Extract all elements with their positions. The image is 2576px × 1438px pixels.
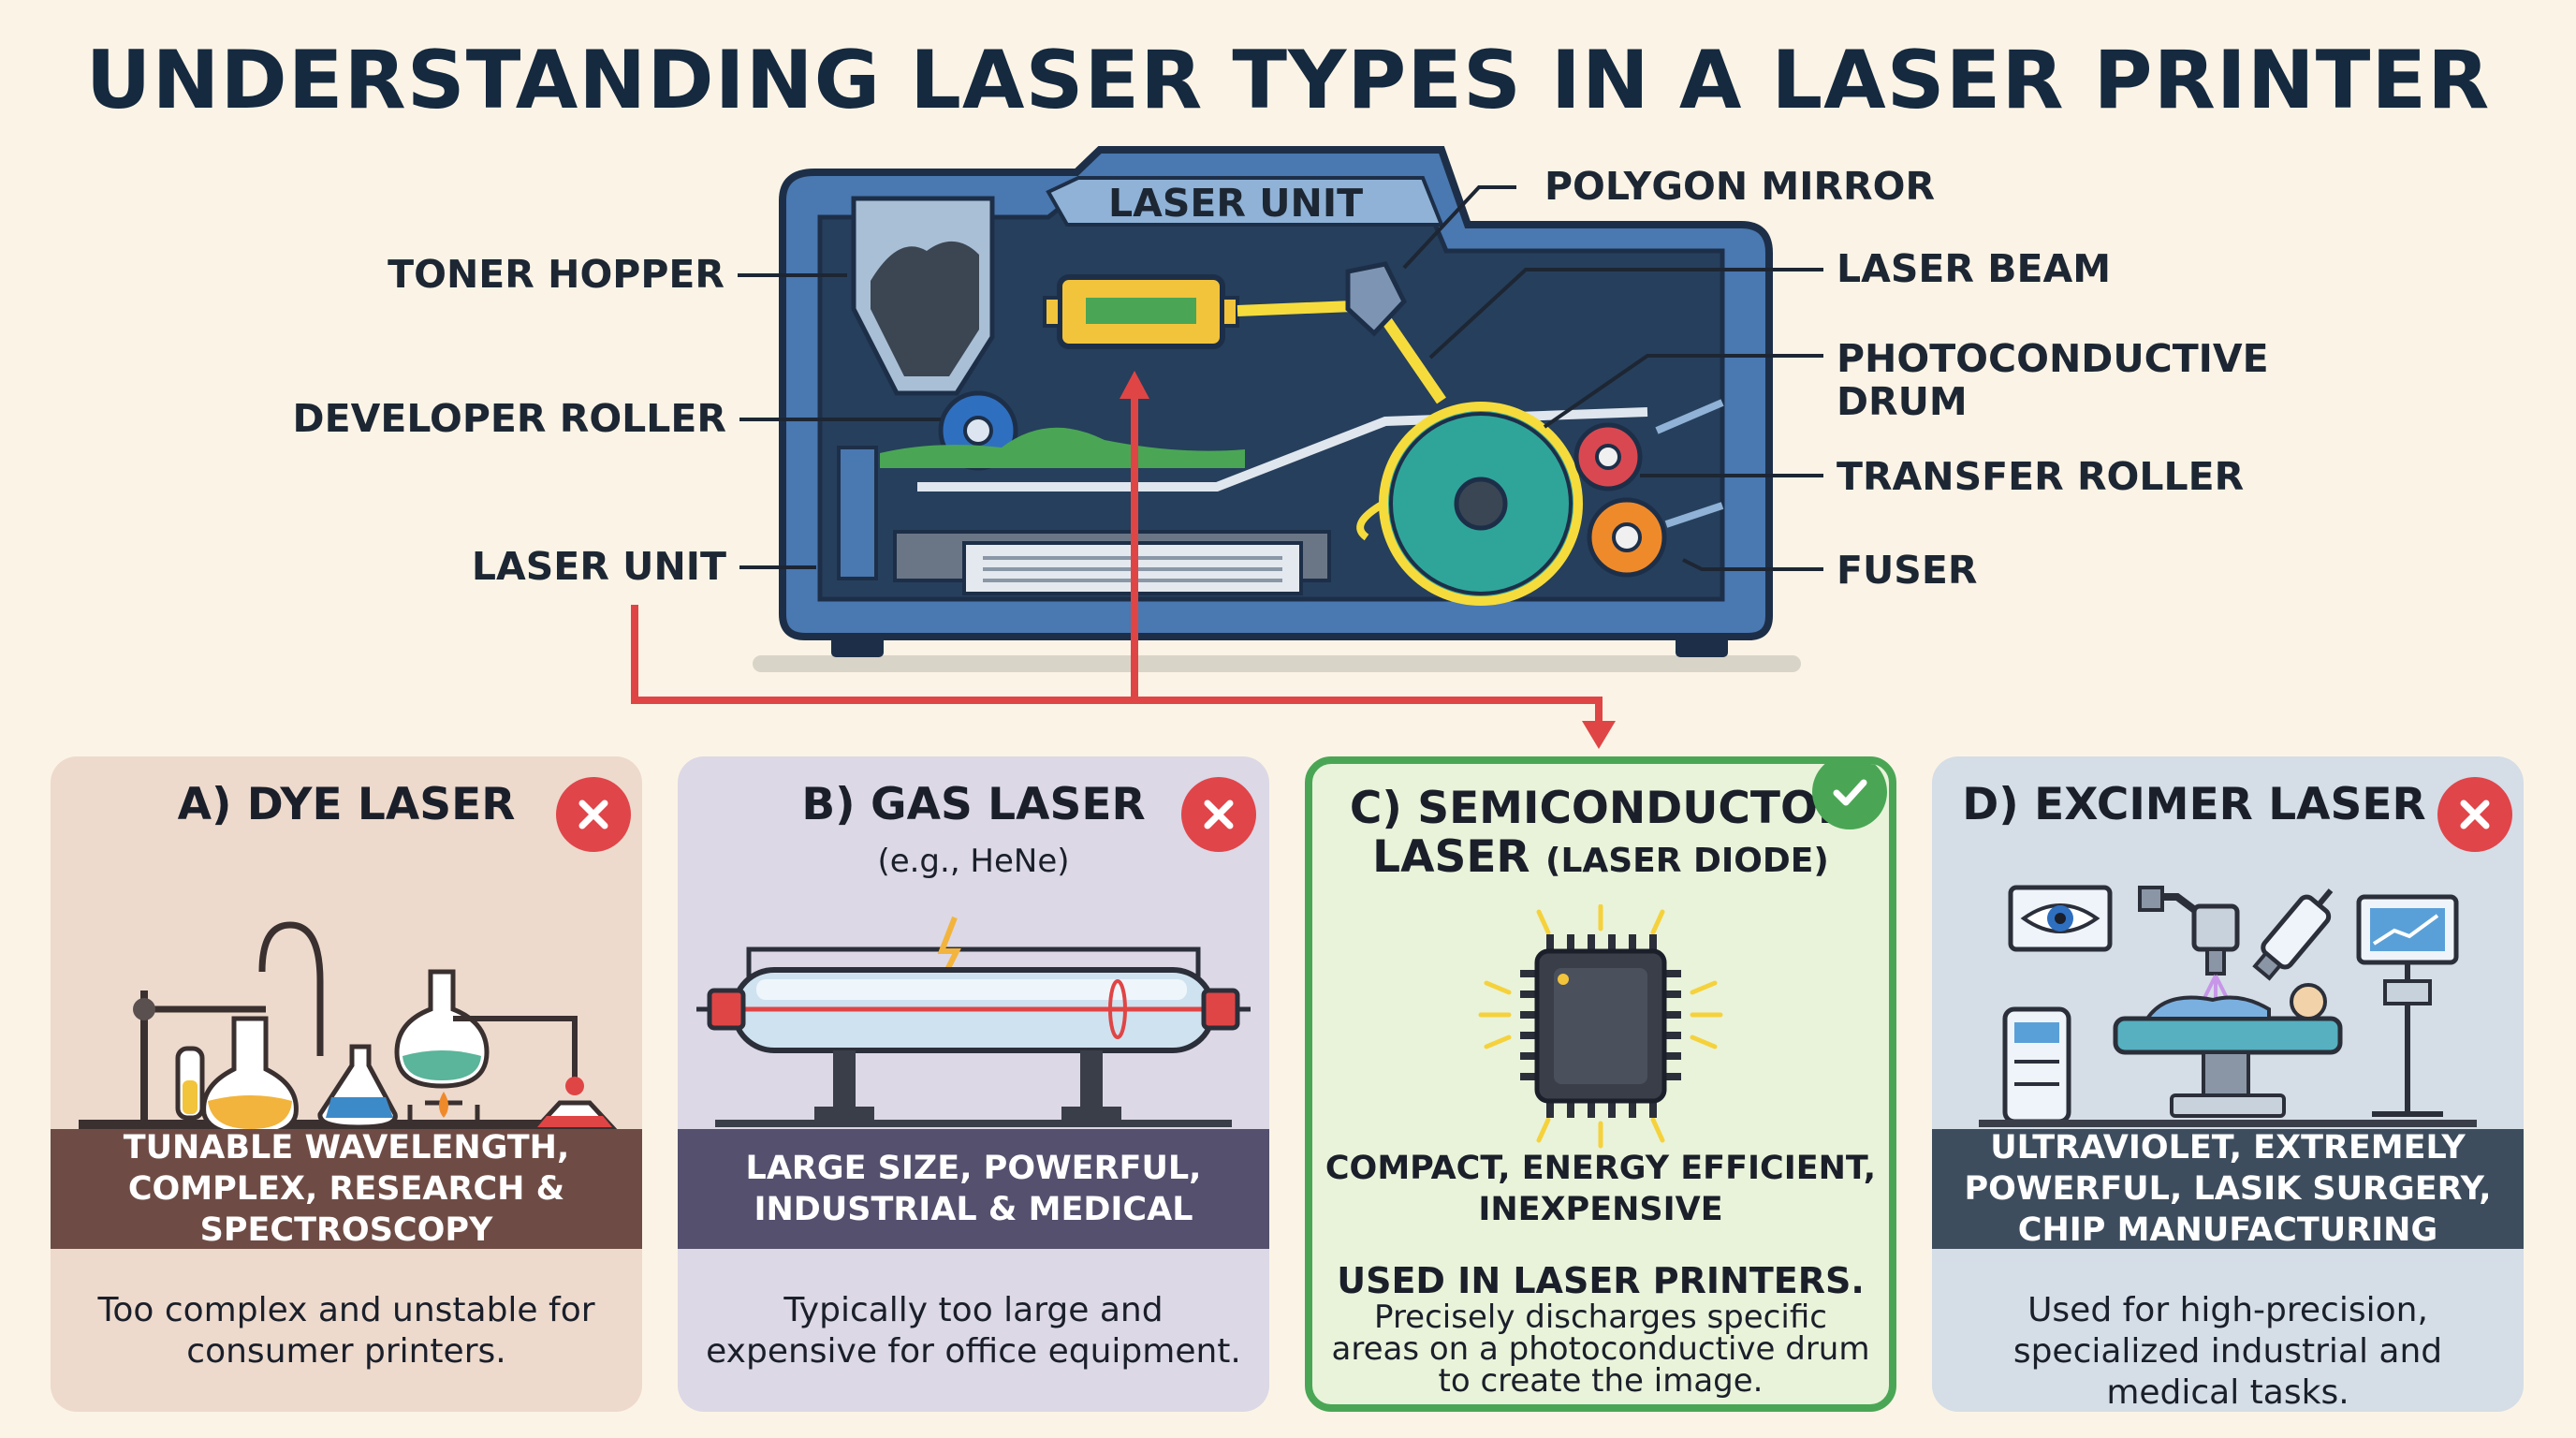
printer-shadow: [753, 655, 1801, 672]
callout-polygon-mirror: POLYGON MIRROR: [1544, 164, 1936, 209]
card-title: B) GAS LASER: [801, 779, 1146, 830]
card-description: Typically too large and expensive for of…: [706, 1291, 1241, 1371]
x-icon: [2437, 777, 2512, 852]
laser-unit-pointer: [1120, 371, 1149, 399]
check-icon: [1812, 764, 1887, 829]
callout-laser-beam: LASER BEAM: [1837, 246, 2112, 291]
laser-unit-top-label: LASER UNIT: [1108, 181, 1364, 226]
chip-icon: [1478, 904, 1723, 1149]
callout-toner-hopper: TONER HOPPER: [388, 252, 724, 297]
card-title: A) DYE LASER: [177, 779, 516, 830]
card-description-strong: USED IN LASER PRINTERS.: [1337, 1260, 1865, 1301]
gas-tube-icon: [696, 916, 1251, 1127]
polygon-mirror: [1345, 261, 1408, 337]
connector-arrowhead: [1582, 721, 1616, 749]
card-band: ULTRAVIOLET, EXTREMELY POWERFUL, LASIK S…: [1932, 1129, 2524, 1249]
page-title: UNDERSTANDING LASER TYPES IN A LASER PRI…: [85, 34, 2491, 127]
callout-developer-roller: DEVELOPER ROLLER: [292, 396, 726, 441]
callout-transfer-roller: TRANSFER ROLLER: [1837, 454, 2245, 499]
lab-glassware-icon: [79, 921, 618, 1131]
laser-unit-top-panel: [1046, 176, 1444, 227]
medical-equipment-icon: [1979, 885, 2477, 1127]
printer-foot-right: [1676, 633, 1728, 657]
card-dye-laser: A) DYE LASER TUNABLE WAVELENGTH, COMPLEX…: [51, 756, 642, 1412]
card-title: C) SEMICONDUCTOR: [1349, 783, 1852, 834]
callout-fuser: FUSER: [1837, 548, 1978, 593]
x-icon: [556, 777, 631, 852]
printer-diagram: [631, 146, 1823, 749]
toner-powder: [871, 241, 979, 376]
callout-laser-unit: LASER UNIT: [471, 544, 726, 589]
card-description: Too complex and unstable for consumer pr…: [97, 1291, 595, 1371]
card-description: Precisely discharges specific areas on a…: [1331, 1299, 1870, 1400]
card-title-line2: LASER: [1372, 831, 1530, 883]
card-band: LARGE SIZE, POWERFUL, INDUSTRIAL & MEDIC…: [678, 1129, 1269, 1249]
x-icon: [1181, 777, 1256, 852]
card-excimer-laser: D) EXCIMER LASER ULTRAVIO: [1932, 756, 2524, 1412]
card-semiconductor-laser: C) SEMICONDUCTOR LASER (LASER DIODE): [1305, 756, 1896, 1412]
connector-line: [631, 605, 1603, 732]
card-gas-laser: B) GAS LASER (e.g., HeNe) LARGE SIZE, PO…: [678, 756, 1269, 1412]
callout-photoconductive-drum: PHOTOCONDUCTIVE DRUM: [1837, 336, 2269, 424]
card-subtitle: (e.g., HeNe): [877, 843, 1070, 880]
printer-foot-left: [831, 633, 884, 657]
toner-on-paper: [880, 427, 1245, 468]
card-title-paren: (LASER DIODE): [1545, 842, 1829, 880]
card-title: D) EXCIMER LASER: [1962, 779, 2426, 830]
card-band: COMPACT, ENERGY EFFICIENT, INEXPENSIVE: [1325, 1150, 1877, 1228]
card-description: Used for high-precision, specialized ind…: [2012, 1291, 2443, 1412]
card-band: TUNABLE WAVELENGTH, COMPLEX, RESEARCH & …: [51, 1129, 642, 1249]
